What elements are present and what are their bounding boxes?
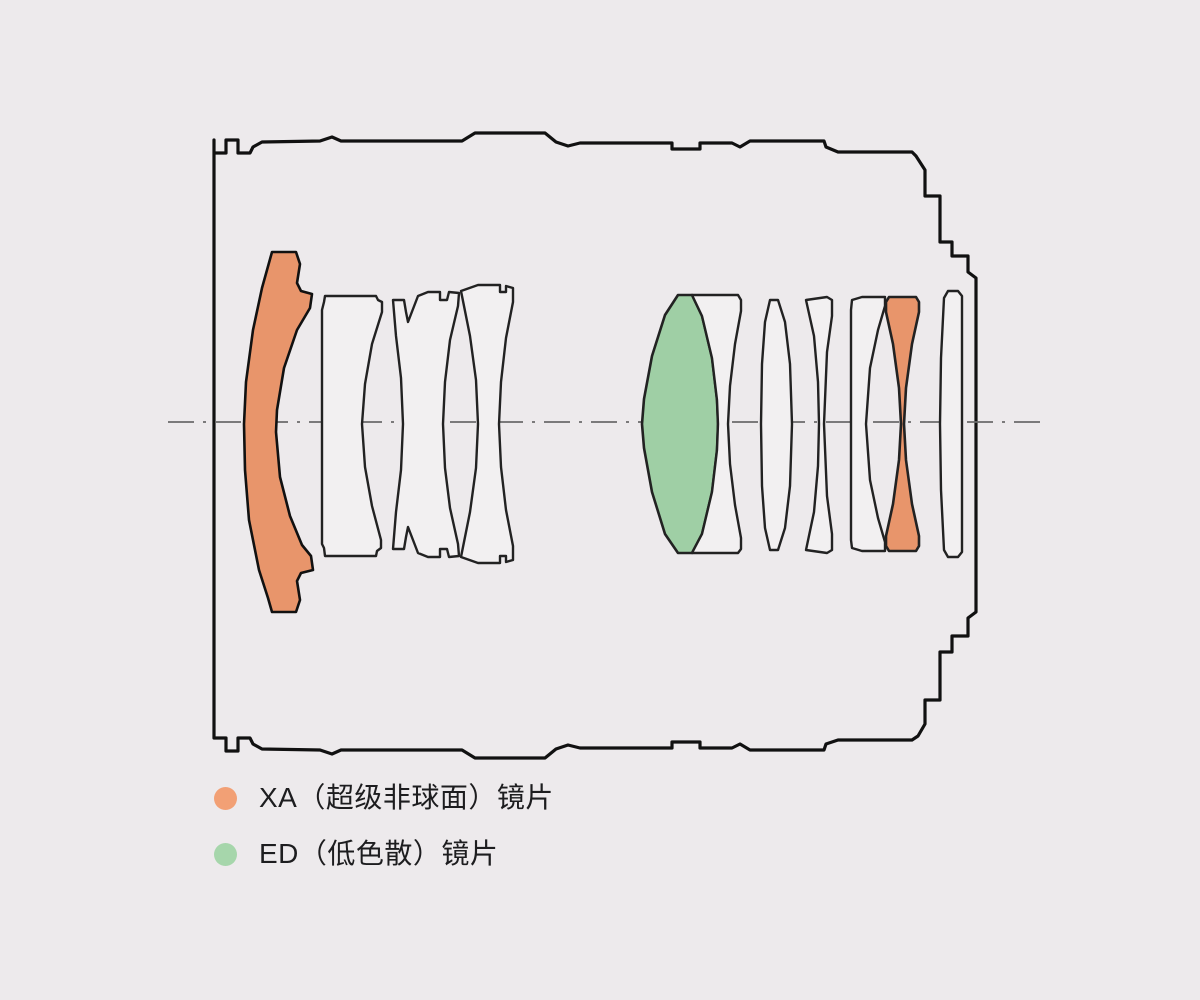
- ed-color-swatch: [214, 842, 237, 866]
- lens-element-1-xa-front: [242, 250, 315, 614]
- lens-element-9: [849, 295, 887, 553]
- lens-element-3: [391, 290, 461, 559]
- lens-barrel-outline: [212, 131, 978, 760]
- lens-element-10-xa-rear: [884, 295, 921, 553]
- lens-element-4: [459, 283, 515, 565]
- lens-element-2: [320, 294, 384, 558]
- lens-element-8: [804, 295, 834, 555]
- xa-color-swatch: [214, 786, 237, 810]
- legend-item-xa: XA（超级非球面）镜片: [214, 770, 814, 826]
- legend-label-xa: XA（超级非球面）镜片: [259, 782, 554, 813]
- lens-element-6: [690, 293, 743, 555]
- lens-element-11: [938, 289, 964, 559]
- legend-label-ed: ED（低色散）镜片: [259, 838, 499, 869]
- lens-element-7: [759, 298, 794, 552]
- legend: XA（超级非球面）镜片 ED（低色散）镜片: [214, 770, 814, 882]
- legend-item-ed: ED（低色散）镜片: [214, 826, 814, 882]
